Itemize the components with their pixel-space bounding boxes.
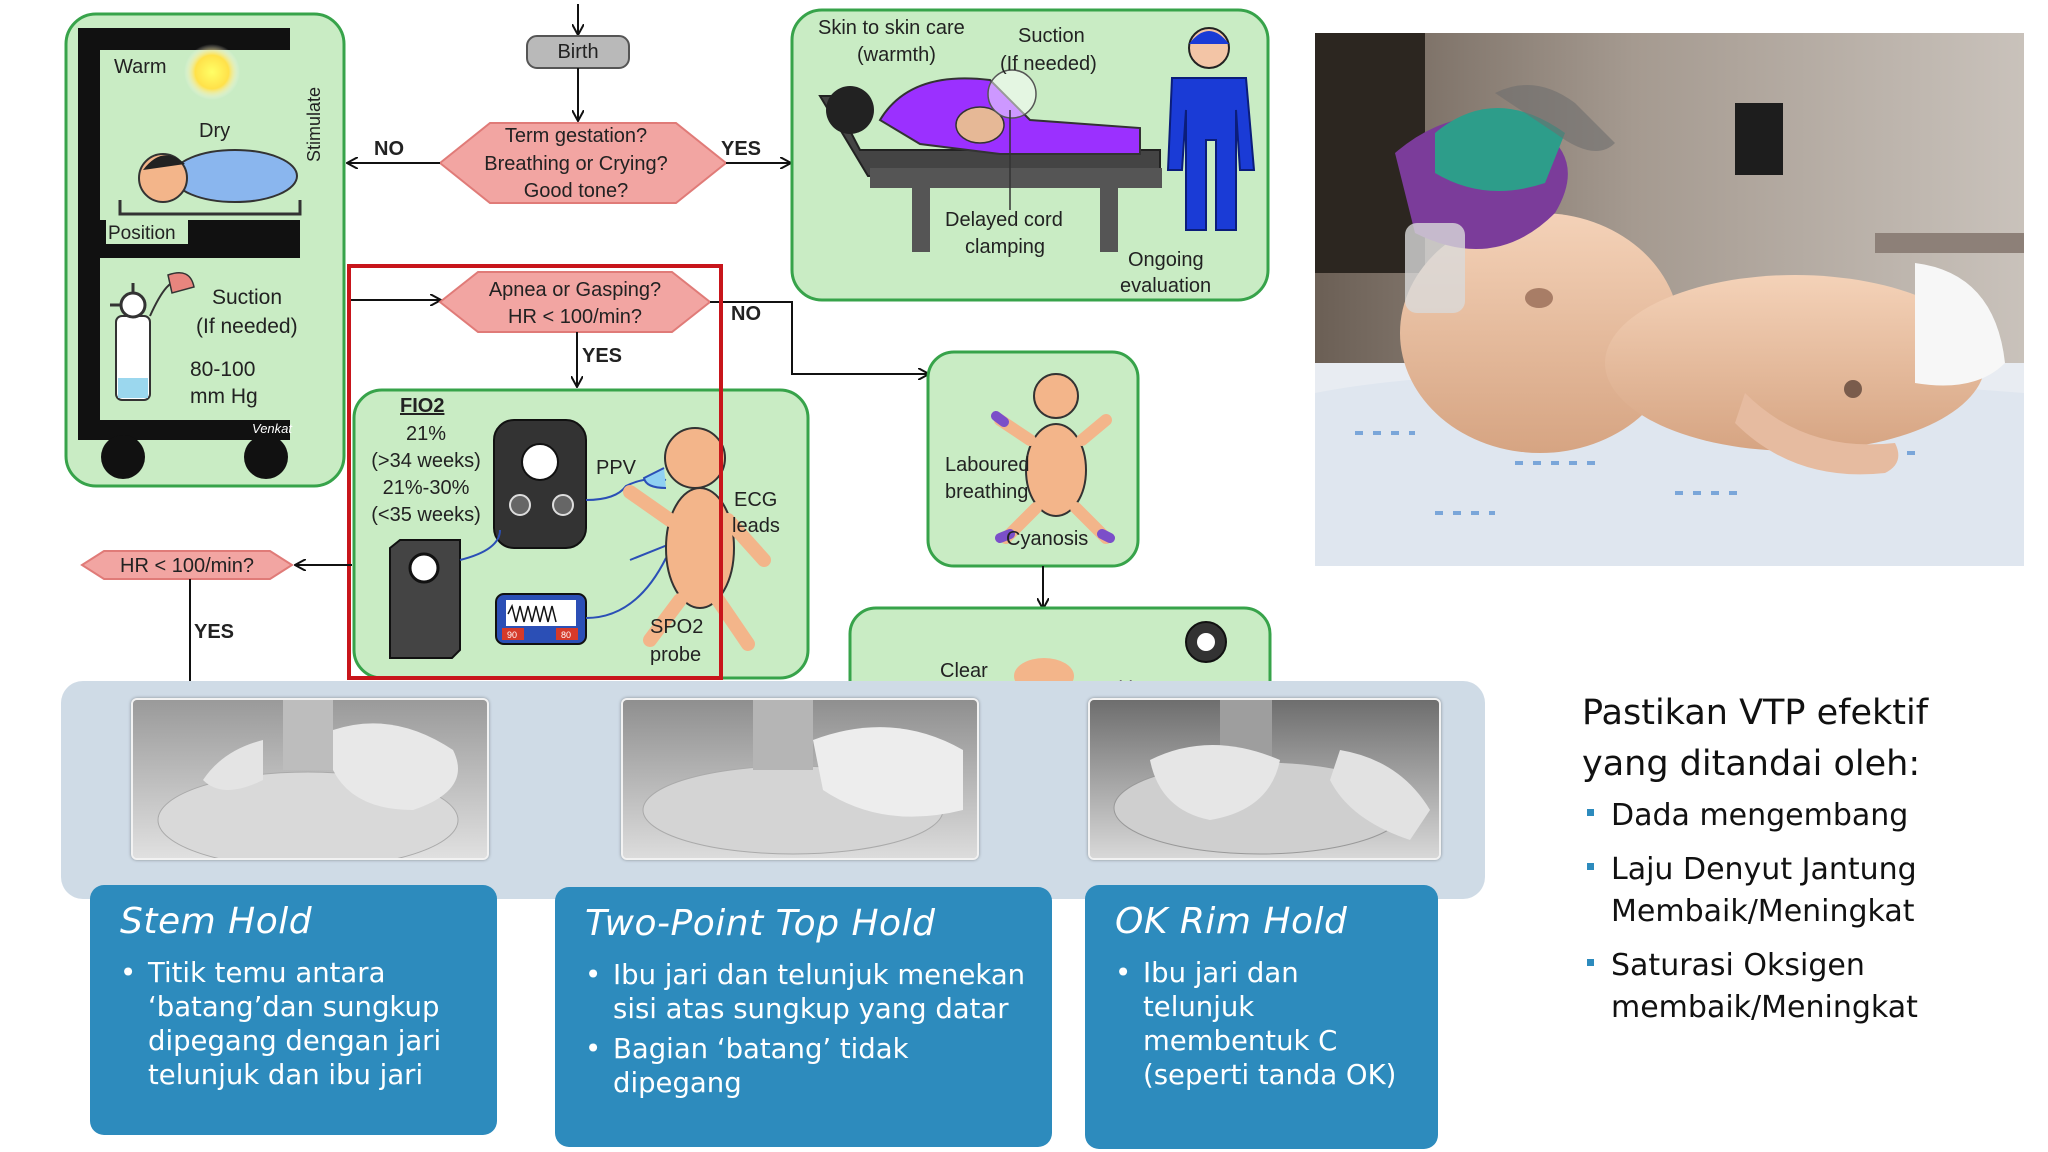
term-question-line-3: Good tone? <box>524 180 629 202</box>
two-point-top-hold-bullet-2: Bagian ‘batang’ tidak dipegang <box>585 1032 1028 1100</box>
apnea-question-line-1: Apnea or Gasping? <box>489 279 661 301</box>
two-point-top-hold-bullets: Ibu jari dan telunjuk menekan sisi atas … <box>585 958 1028 1100</box>
evaluation-label: evaluation <box>1120 275 1211 297</box>
suction-label-2: Suction <box>1018 25 1085 47</box>
suction-if-needed-label-2: (If needed) <box>1000 53 1097 75</box>
suction-if-needed-label: (If needed) <box>196 315 298 338</box>
suction-label: Suction <box>212 286 282 309</box>
neonatal-resuscitation-flowchart: Warm Stimulate Dry Position Suction (If … <box>64 4 1272 690</box>
yes-label-2: YES <box>582 345 622 367</box>
laboured-label: Laboured <box>945 454 1030 476</box>
ppv-label: PPV <box>596 457 637 479</box>
birth-node: Birth <box>526 4 630 120</box>
effective-ppv-item-chest-rise: Dada mengembang <box>1583 795 2033 837</box>
stem-hold-bullets: Titik temu antara ‘batang’dan sungkup di… <box>120 956 473 1092</box>
fio2-line-2: (>34 weeks) <box>371 450 481 472</box>
skin-to-skin-panel: Skin to skin care (warmth) Suction (If n… <box>790 8 1270 302</box>
two-point-top-hold-card: Two-Point Top Hold Ibu jari dan telunjuk… <box>555 887 1052 1147</box>
fio2-line-4: (<35 weeks) <box>371 504 481 526</box>
ongoing-label: Ongoing <box>1128 249 1204 271</box>
monitor-right-value: 80 <box>561 630 571 640</box>
pressure-unit-label: mm Hg <box>190 385 258 408</box>
ok-rim-hold-card: OK Rim Hold Ibu jari dan telunjuk memben… <box>1085 885 1438 1149</box>
pressure-value-label: 80-100 <box>190 358 255 381</box>
no-label-1: NO <box>374 138 404 160</box>
clear-label: Clear <box>940 660 988 682</box>
stem-hold-bullet: Titik temu antara ‘batang’dan sungkup di… <box>120 956 473 1092</box>
laboured-breathing-panel: Laboured breathing Cyanosis <box>926 350 1140 608</box>
no-label-2: NO <box>731 303 761 325</box>
effective-ppv-heading: Pastikan VTP efektif yang ditandai oleh: <box>1582 693 1929 784</box>
apnea-decision: Apnea or Gasping? HR < 100/min? NO YES <box>348 271 928 386</box>
cyanosis-label: Cyanosis <box>1006 528 1088 550</box>
ecg-label: ECG <box>734 489 777 511</box>
apnea-question-line-2: HR < 100/min? <box>508 306 642 328</box>
dry-label: Dry <box>199 120 230 142</box>
warm-panel: Warm Stimulate Dry Position Suction (If … <box>64 12 346 488</box>
delayed-cord-label: Delayed cord <box>945 209 1063 231</box>
stem-hold-title: Stem Hold <box>120 901 313 942</box>
monitor-left-value: 90 <box>507 630 517 640</box>
skin-to-skin-label: Skin to skin care <box>818 17 965 39</box>
position-label: Position <box>108 223 176 244</box>
term-question-line-2: Breathing or Crying? <box>484 153 667 175</box>
warm-label: Warm <box>114 56 167 78</box>
two-point-top-hold-title: Two-Point Top Hold <box>585 903 936 944</box>
ok-rim-hold-photo <box>1088 698 1441 860</box>
two-point-top-hold-bullet-1: Ibu jari dan telunjuk menekan sisi atas … <box>585 958 1028 1026</box>
ok-rim-hold-bullets: Ibu jari dan telunjuk membentuk C (seper… <box>1115 956 1414 1092</box>
fio2-line-1: 21% <box>406 423 446 445</box>
manikin-ppv-photo <box>1315 33 2024 566</box>
term-gestation-decision: Term gestation? Breathing or Crying? Goo… <box>348 122 790 204</box>
yes-label-3: YES <box>194 621 234 643</box>
clamping-label: clamping <box>965 236 1045 258</box>
effective-ppv-item-heart-rate: Laju Denyut Jantung Membaik/Meningkat <box>1583 849 2033 933</box>
fio2-label: FIO2 <box>400 395 444 417</box>
birth-label: Birth <box>557 41 598 63</box>
spo2-label: SPO2 <box>650 616 703 638</box>
stem-hold-card: Stem Hold Titik temu antara ‘batang’dan … <box>90 885 497 1135</box>
leads-label: leads <box>732 515 780 537</box>
ok-rim-hold-title: OK Rim Hold <box>1115 901 1348 942</box>
hr-decision: HR < 100/min? YES <box>80 550 352 690</box>
breathing-label: breathing <box>945 481 1028 503</box>
effective-ppv-list: Dada mengembang Laju Denyut Jantung Memb… <box>1583 795 2033 1041</box>
hr-question-label: HR < 100/min? <box>120 555 254 577</box>
yes-label-1: YES <box>721 138 761 160</box>
two-point-top-hold-photo <box>621 698 979 860</box>
probe-label: probe <box>650 644 701 666</box>
stem-hold-photo <box>131 698 489 860</box>
ok-rim-hold-bullet: Ibu jari dan telunjuk membentuk C (seper… <box>1115 956 1414 1092</box>
effective-ppv-item-oxygen-saturation: Saturasi Oksigen membaik/Meningkat <box>1583 945 2033 1029</box>
fio2-line-3: 21%-30% <box>383 477 470 499</box>
artist-signature: Venkat <box>252 421 293 436</box>
ppv-panel: 90 80 FIO2 21% (>34 weeks) 21%-30% (<35 … <box>352 388 810 680</box>
highlight-box <box>347 264 723 680</box>
stimulate-label: Stimulate <box>304 87 324 162</box>
term-question-line-1: Term gestation? <box>505 125 647 147</box>
warmth-label: (warmth) <box>857 44 936 66</box>
clear-airway-panel: Clear Position <box>848 606 1272 690</box>
